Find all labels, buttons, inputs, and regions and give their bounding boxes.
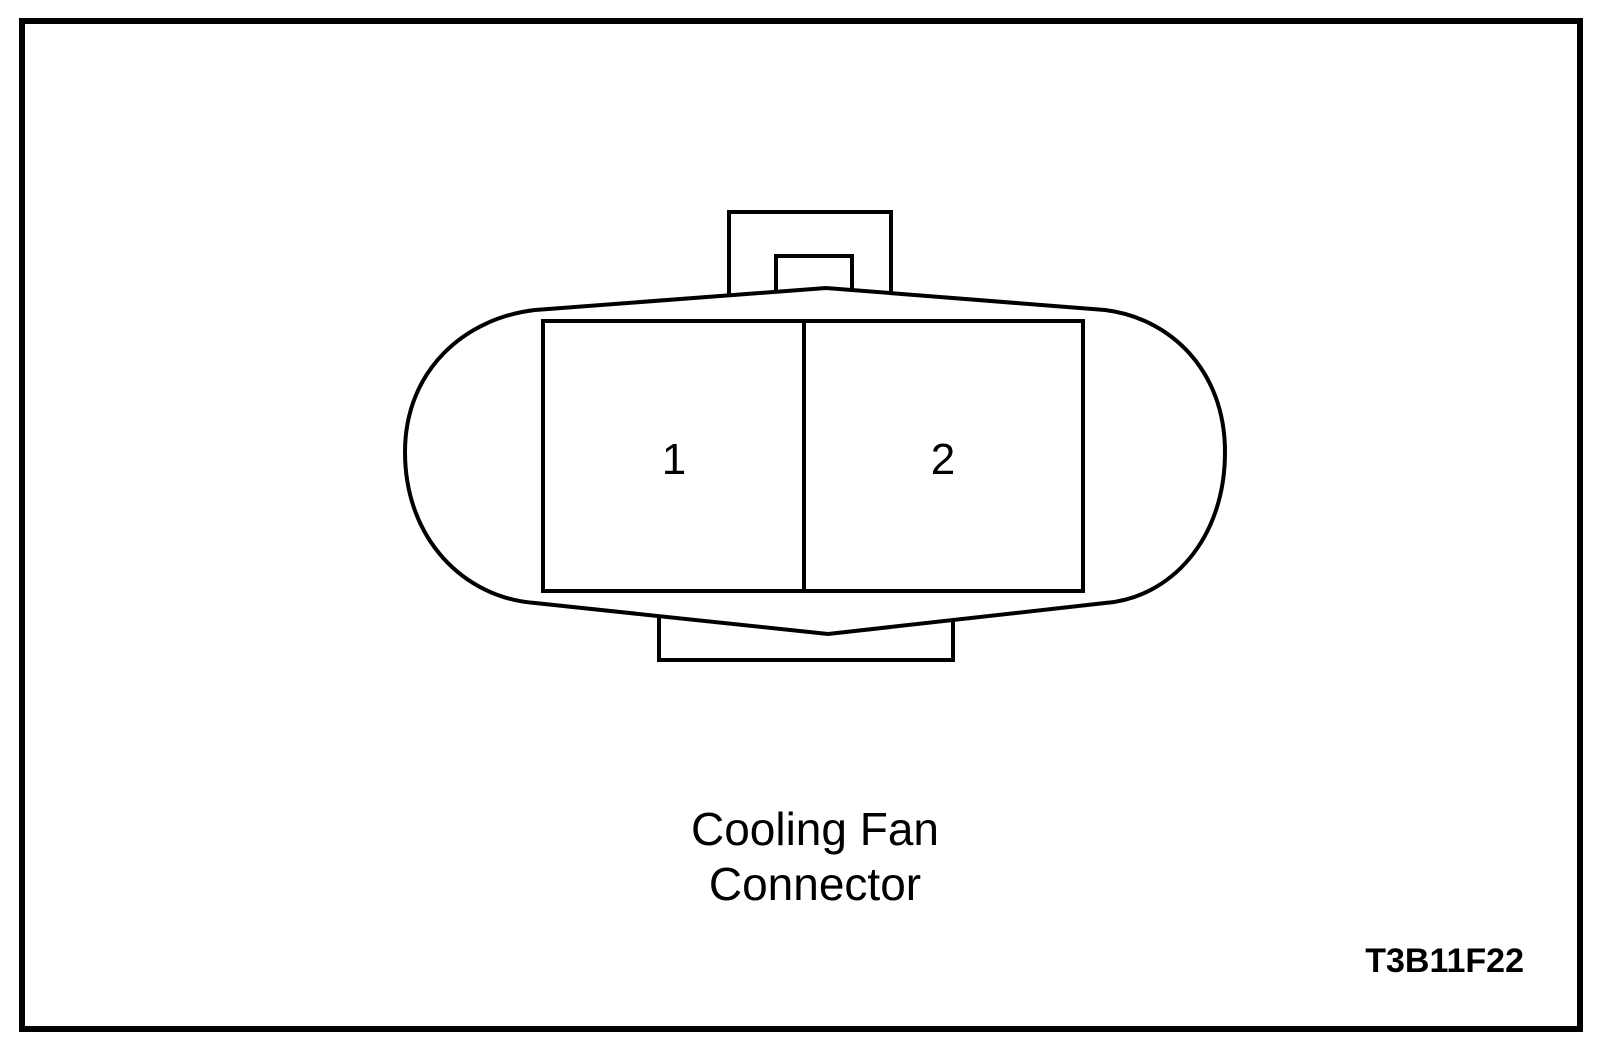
cooling-fan-connector: 1 2 bbox=[402, 210, 1228, 662]
cavity-block bbox=[541, 319, 1085, 593]
figure-code: T3B11F22 bbox=[1365, 942, 1524, 980]
cavity-1-label: 1 bbox=[662, 435, 686, 484]
cavity-2-label: 2 bbox=[931, 435, 955, 484]
caption-line-2: Connector bbox=[709, 858, 921, 910]
caption-line-1: Cooling Fan bbox=[691, 803, 939, 855]
